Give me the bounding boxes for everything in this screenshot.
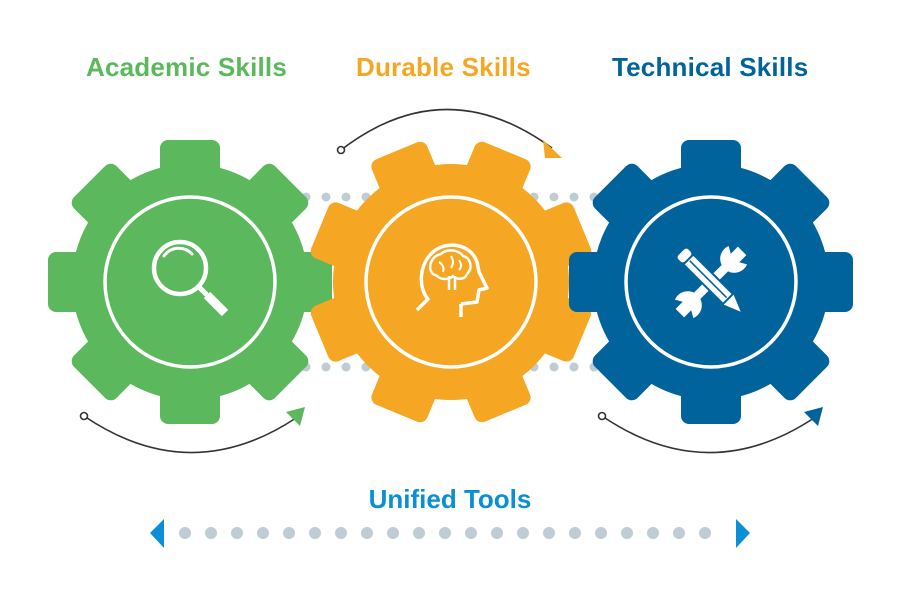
left-arrow-icon xyxy=(150,519,164,548)
durable-skills-title: Durable Skills xyxy=(356,52,531,82)
brain-head-icon xyxy=(415,243,489,317)
academic-skills-title: Academic Skills xyxy=(86,52,287,82)
green-arrowhead-icon xyxy=(286,407,305,426)
technical-skills-title: Technical Skills xyxy=(612,52,809,82)
academic-skills-gear xyxy=(48,140,332,424)
right-arrow-icon xyxy=(736,519,750,548)
left-bottom-arc-arrow xyxy=(79,407,305,454)
technical-skills-gear xyxy=(569,140,853,424)
orange-arrowhead-icon xyxy=(543,140,562,158)
magnifying-glass-icon xyxy=(151,239,229,317)
blue-arrowhead-icon xyxy=(804,407,823,426)
top-arc-arrow xyxy=(336,108,562,158)
unified-tools-label: Unified Tools xyxy=(368,484,532,514)
wrench-pencil-icon xyxy=(674,245,748,319)
right-bottom-arc-arrow xyxy=(597,407,823,454)
unified-tools-line xyxy=(150,519,750,548)
